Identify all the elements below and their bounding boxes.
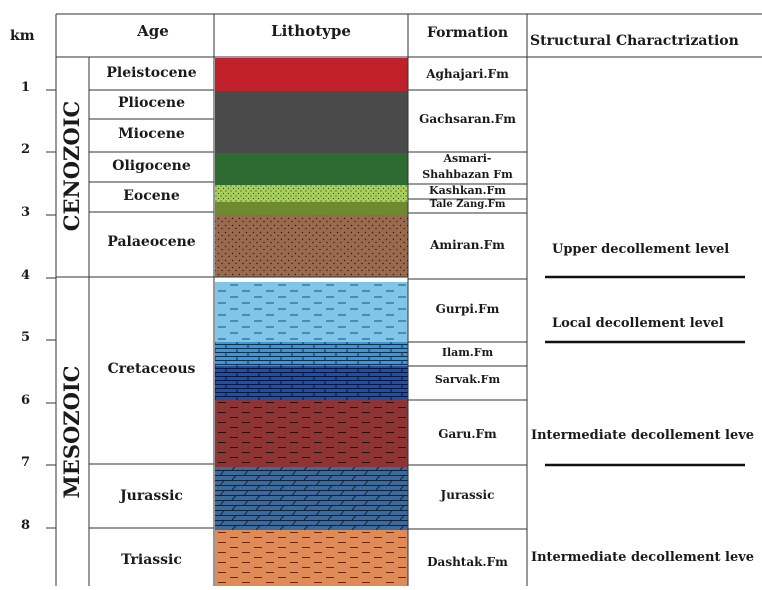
depth-tick-6: 6 (21, 393, 30, 408)
formation-talezang: Tale Zang.Fm (408, 199, 527, 211)
litho-ilam (215, 342, 408, 366)
litho-jurassic (215, 467, 408, 530)
litho-dashtak (215, 530, 408, 586)
header-formation: Formation (408, 25, 527, 41)
age-jurassic: Jurassic (89, 488, 214, 504)
formation-ilam: Ilam.Fm (408, 346, 527, 359)
formation-jurassic: Jurassic (408, 488, 527, 502)
depth-axis-unit: km (10, 28, 35, 44)
formation-garu: Garu.Fm (408, 427, 527, 441)
era-mesozoic: MESOZOIC (59, 366, 84, 499)
depth-tick-2: 2 (21, 142, 30, 157)
formation-gachsaran: Gachsaran.Fm (408, 112, 527, 126)
litho-talezang (215, 202, 408, 215)
litho-asmari (215, 153, 408, 185)
litho-amiran (215, 215, 408, 277)
age-palaeocene: Palaeocene (89, 234, 214, 250)
formation-gurpi: Gurpi.Fm (408, 302, 527, 316)
depth-tick-1: 1 (21, 80, 30, 95)
litho-gurpi (215, 282, 408, 342)
era-cenozoic: CENOZOIC (59, 101, 84, 231)
litho-kashkan (215, 185, 408, 202)
header-age: Age (120, 22, 186, 40)
formation-shahbazan: Shahbazan Fm (408, 168, 527, 181)
structural-upper-decollement: Upper decollement level (552, 242, 729, 257)
depth-tick-3: 3 (21, 205, 30, 220)
header-structural: Structural Charactrization (530, 33, 739, 49)
formation-aghajari: Aghajari.Fm (408, 67, 527, 81)
formation-asmari: Asmari- (408, 152, 527, 165)
litho-sarvak (215, 366, 408, 400)
litho-aghajari (215, 58, 408, 91)
litho-gachsaran (215, 91, 408, 153)
depth-tick-7: 7 (21, 455, 30, 470)
formation-sarvak: Sarvak.Fm (408, 373, 527, 386)
age-oligocene: Oligocene (89, 158, 214, 174)
depth-tick-8: 8 (21, 518, 30, 533)
age-cretaceous: Cretaceous (89, 361, 214, 377)
age-miocene: Miocene (89, 126, 214, 142)
formation-amiran: Amiran.Fm (408, 238, 527, 252)
header-lithotype: Lithotype (214, 22, 408, 40)
age-pleistocene: Pleistocene (89, 65, 214, 81)
age-pliocene: Pliocene (89, 95, 214, 111)
formation-dashtak: Dashtak.Fm (408, 555, 527, 569)
litho-garu (215, 400, 408, 467)
structural-intermediate-decollement-1: Intermediate decollement leve (531, 428, 754, 443)
structural-local-decollement: Local decollement level (552, 316, 724, 331)
age-eocene: Eocene (89, 188, 214, 204)
structural-intermediate-decollement-2: Intermediate decollement leve (531, 550, 754, 565)
formation-kashkan: Kashkan.Fm (408, 184, 527, 197)
depth-tick-5: 5 (21, 330, 30, 345)
lithotype-column (215, 58, 408, 586)
depth-axis-ticks (46, 90, 56, 528)
age-triassic: Triassic (89, 552, 214, 568)
depth-tick-4: 4 (21, 268, 30, 283)
